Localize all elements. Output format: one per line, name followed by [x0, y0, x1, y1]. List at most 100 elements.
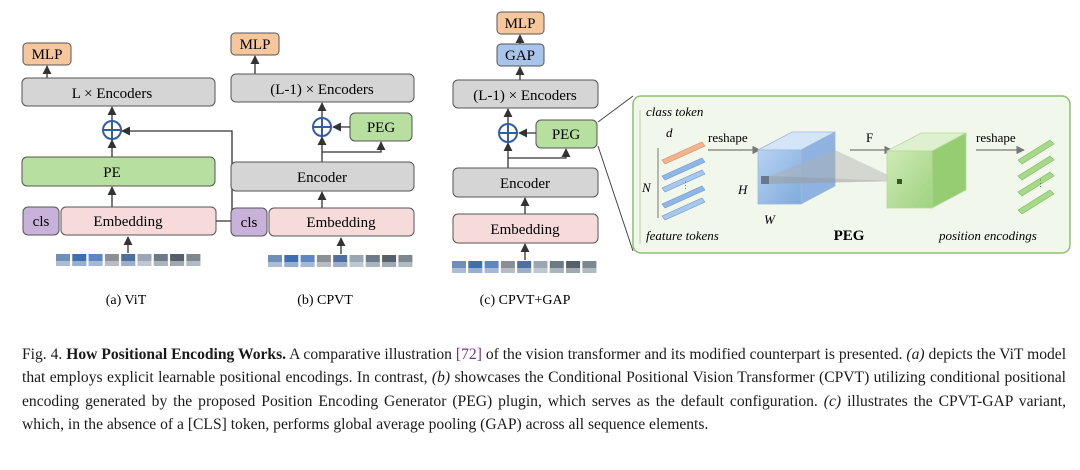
reshape-right-label: reshape: [976, 130, 1016, 145]
b-mlp-label: MLP: [240, 37, 271, 53]
token-stack: ⋮: [661, 141, 706, 221]
b-embedding-box: [268, 207, 415, 237]
a-encoders-label: L × Encoders: [72, 86, 153, 102]
a-cls-box: [22, 206, 60, 236]
a-embedding-label: Embedding: [93, 214, 163, 230]
a-pe-box: [21, 156, 216, 187]
patch-highlight: [56, 261, 70, 266]
patch-highlight: [88, 261, 103, 266]
patch-highlight: [566, 268, 581, 273]
c-gap-label: GAP: [505, 48, 535, 64]
patch-highlight: [153, 261, 168, 266]
caption-prefix: Fig. 4.: [22, 346, 63, 363]
caption-title: How Positional Encoding Works.: [66, 346, 287, 363]
dim-w-label: W: [764, 212, 776, 227]
b-peg-label: PEG: [367, 120, 396, 136]
a-mlp-label: MLP: [32, 47, 63, 63]
b-encoders-box: [230, 73, 415, 103]
caption-text-5: illustrates the CPVT-GAP variant, which,…: [22, 392, 1066, 433]
patch-highlight: [549, 268, 564, 273]
a-pe-label: PE: [103, 165, 121, 181]
c-caption: (c) CPVT+GAP: [480, 293, 571, 308]
patch-highlight: [582, 268, 597, 273]
c-mlp-label: MLP: [505, 16, 536, 32]
c-embedding-box: [452, 213, 599, 244]
b-encoder-box: [230, 161, 415, 192]
patch-highlight: [500, 268, 515, 273]
panel-a-vit: MLP L × Encoders PE cls Embedding (a) Vi…: [21, 42, 233, 308]
patch-highlight: [349, 262, 364, 267]
c-encoder-box: [452, 167, 599, 198]
patch-highlight: [533, 268, 548, 273]
patch-highlight: [452, 268, 466, 273]
a-cls-label: cls: [33, 214, 50, 230]
position-encodings-label: position encodings: [938, 228, 1037, 243]
patch-highlight: [365, 262, 380, 267]
connector-bottom: [597, 145, 634, 252]
feature-token-bar: [661, 169, 706, 193]
connector-top: [597, 95, 634, 123]
patch-highlight: [284, 262, 299, 267]
a-encoders-box: [21, 77, 216, 107]
position-encoding-stack: ⋮: [1017, 139, 1055, 215]
patch-highlight: [468, 268, 483, 273]
patch-highlight: [484, 268, 499, 273]
c-encoder-label: Encoder: [500, 176, 550, 192]
patch-highlight: [398, 262, 413, 267]
c-gap-box: [496, 43, 545, 67]
ellipsis-mark: ⋮: [681, 180, 690, 190]
b-arrow-enc-peg: [322, 141, 386, 153]
conv-projection: [761, 176, 901, 184]
b-cls-box: [230, 207, 268, 237]
reshape-left-label: reshape: [708, 130, 748, 145]
panel-b-cpvt: MLP (L-1) × Encoders PEG Encoder cls Emb…: [230, 32, 415, 308]
a-embedding-box: [60, 206, 217, 236]
b-mlp-box: [230, 32, 280, 56]
peg-detail-title: PEG: [834, 228, 865, 244]
caption-citation[interactable]: [72]: [455, 346, 482, 363]
patch-highlight: [333, 262, 348, 267]
c-arrow-enc-peg: [508, 148, 571, 159]
ellipsis-mark: ⋮: [1036, 178, 1045, 188]
b-cls-label: cls: [241, 215, 258, 231]
figure-diagram: MLP L × Encoders PE cls Embedding (a) Vi…: [21, 11, 1071, 308]
panel-c-cpvt-gap: MLP GAP (L-1) × Encoders PEG Encoder Emb…: [452, 11, 599, 308]
position-encoding-bar: [1017, 155, 1055, 181]
patch-highlight: [72, 261, 87, 266]
c-mlp-box: [496, 11, 545, 35]
c-image-patches: [452, 261, 597, 273]
c-embedding-label: Embedding: [490, 222, 560, 238]
conv-f-label: F: [866, 130, 873, 145]
dim-n-label: N: [641, 180, 652, 195]
peg-detail-panel: class token d N feature tokens ⋮ reshape…: [632, 95, 1071, 254]
patch-highlight: [186, 261, 201, 266]
patch-highlight: [382, 262, 397, 267]
output-cube: [886, 132, 967, 209]
feature-tokens-label: feature tokens: [646, 228, 719, 243]
caption-ref-b: (b): [431, 369, 451, 387]
patch-highlight: [300, 262, 315, 267]
dim-h-label: H: [737, 182, 748, 197]
caption-ref-c: (c): [823, 392, 842, 410]
patch-highlight: [316, 262, 331, 267]
c-peg-box: [535, 119, 598, 149]
caption-text-4: showcases the Conditional Positional Vis…: [22, 369, 1066, 410]
caption-text-1: A comparative illustration: [289, 346, 452, 363]
a-caption: (a) ViT: [106, 293, 147, 308]
feature-token-bar: [661, 197, 706, 221]
patch-highlight: [104, 261, 119, 266]
class-token-label: class token: [646, 104, 703, 119]
position-encoding-bar: [1017, 189, 1055, 215]
position-encoding-bar: [1017, 139, 1055, 165]
b-embedding-label: Embedding: [306, 215, 376, 231]
c-peg-label: PEG: [552, 127, 581, 143]
figure-caption: Fig. 4. How Positional Encoding Works. A…: [22, 343, 1066, 436]
caption-text-2: of the vision transformer and its modifi…: [485, 346, 903, 363]
b-encoder-label: Encoder: [297, 170, 347, 186]
a-mlp-box: [22, 42, 72, 66]
patch-highlight: [517, 268, 532, 273]
c-encoders-box: [452, 79, 599, 109]
feature-token-bar: [661, 185, 706, 209]
caption-text-3: depicts the ViT model that employs expli…: [22, 346, 1067, 387]
dim-d-label: d: [666, 125, 673, 140]
